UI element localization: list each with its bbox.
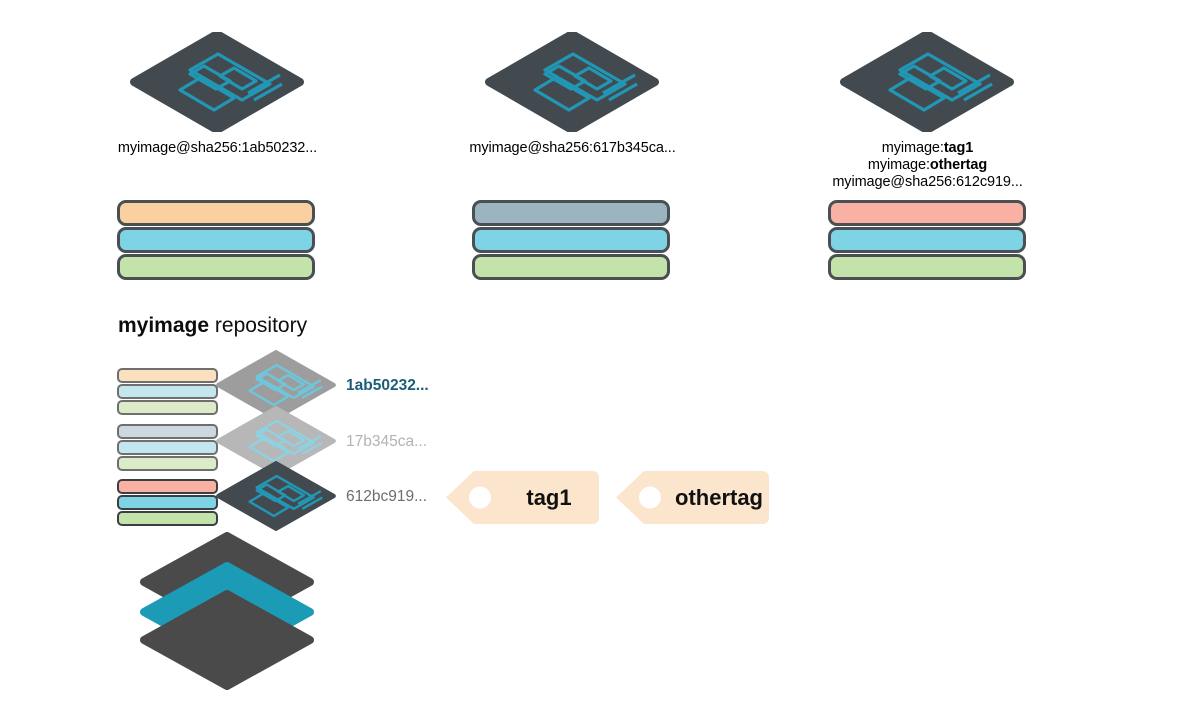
tag-hole-icon bbox=[469, 486, 491, 509]
tag-shape-icon bbox=[446, 471, 599, 524]
repository-row-2-digest[interactable]: 17b345ca... bbox=[346, 433, 428, 450]
layer-stack-3-layer-0 bbox=[828, 200, 1026, 226]
image-caption-3-line-2-tag: othertag bbox=[929, 157, 988, 173]
repository-title-suffix: repository bbox=[214, 314, 308, 337]
tag-hole-icon bbox=[639, 486, 661, 509]
image-caption-1: myimage@sha256:1ab50232... bbox=[30, 140, 405, 157]
image-caption-3-line-1: myimage:tag1 bbox=[740, 140, 1115, 157]
image-caption-1-text: myimage@sha256:1ab50232... bbox=[117, 140, 318, 156]
image-caption-2: myimage@sha256:617b345ca... bbox=[385, 140, 760, 157]
layer-stack-2-layer-2 bbox=[472, 254, 670, 280]
image-caption-3-line-3: myimage@sha256:612c919... bbox=[832, 174, 1023, 190]
repository-row-2-layer-0 bbox=[117, 424, 218, 439]
tag-chip-tag1[interactable]: tag1 bbox=[444, 470, 600, 525]
layer-stack-1-layer-2 bbox=[117, 254, 315, 280]
tag-chip-othertag[interactable]: othertag bbox=[614, 470, 770, 525]
image-caption-2-text: myimage@sha256:617b345ca... bbox=[469, 140, 676, 156]
repository-row-1-layer-2 bbox=[117, 400, 218, 415]
repository-row-3-layer-2 bbox=[117, 511, 218, 526]
repository-row-1-layer-0 bbox=[117, 368, 218, 383]
repository-row-2[interactable]: 17b345ca... bbox=[0, 406, 1201, 476]
image-icon-3 bbox=[840, 32, 1014, 132]
image-caption-3-line-1-tag: tag1 bbox=[943, 140, 974, 156]
tag-shape-icon bbox=[616, 471, 769, 524]
layer-stack-1-layer-0 bbox=[117, 200, 315, 226]
image-icon-1 bbox=[130, 32, 304, 132]
layer-stack-2-layer-1 bbox=[472, 227, 670, 253]
repository-row-3-layer-1 bbox=[117, 495, 218, 510]
layer-stack-3-layer-1 bbox=[828, 227, 1026, 253]
repository-row-3-digest[interactable]: 612bc919... bbox=[346, 488, 428, 505]
repository-row-3-layer-0 bbox=[117, 479, 218, 494]
image-caption-3: myimage:tag1 myimage:othertag myimage@sh… bbox=[740, 140, 1115, 191]
image-caption-3-line-1-prefix: myimage: bbox=[881, 140, 944, 156]
layers-stack-icon bbox=[138, 532, 316, 695]
repository-row-3-image-icon bbox=[214, 460, 338, 537]
repository-row-3[interactable]: 612bc919... bbox=[0, 461, 1201, 539]
repository-row-1[interactable]: 1ab50232... bbox=[0, 350, 1201, 420]
image-caption-3-line-2: myimage:othertag bbox=[740, 157, 1115, 174]
tag-chip-othertag-label: othertag bbox=[675, 484, 763, 510]
image-caption-3-line-2-prefix: myimage: bbox=[867, 157, 930, 173]
tag-chip-tag1-label: tag1 bbox=[526, 484, 572, 510]
repository-title: myimage repository bbox=[118, 314, 307, 338]
repository-row-1-digest[interactable]: 1ab50232... bbox=[346, 377, 429, 394]
repository-row-2-layer-2 bbox=[117, 456, 218, 471]
repository-row-2-image-icon bbox=[214, 405, 338, 482]
layer-stack-2-layer-0 bbox=[472, 200, 670, 226]
repository-row-2-layer-1 bbox=[117, 440, 218, 455]
repository-row-1-image-icon bbox=[214, 349, 338, 426]
repository-row-1-layer-1 bbox=[117, 384, 218, 399]
repository-name: myimage bbox=[118, 314, 210, 337]
image-icon-2 bbox=[485, 32, 659, 132]
diamond-bottom bbox=[140, 590, 314, 690]
layer-stack-1-layer-1 bbox=[117, 227, 315, 253]
layer-stack-3-layer-2 bbox=[828, 254, 1026, 280]
